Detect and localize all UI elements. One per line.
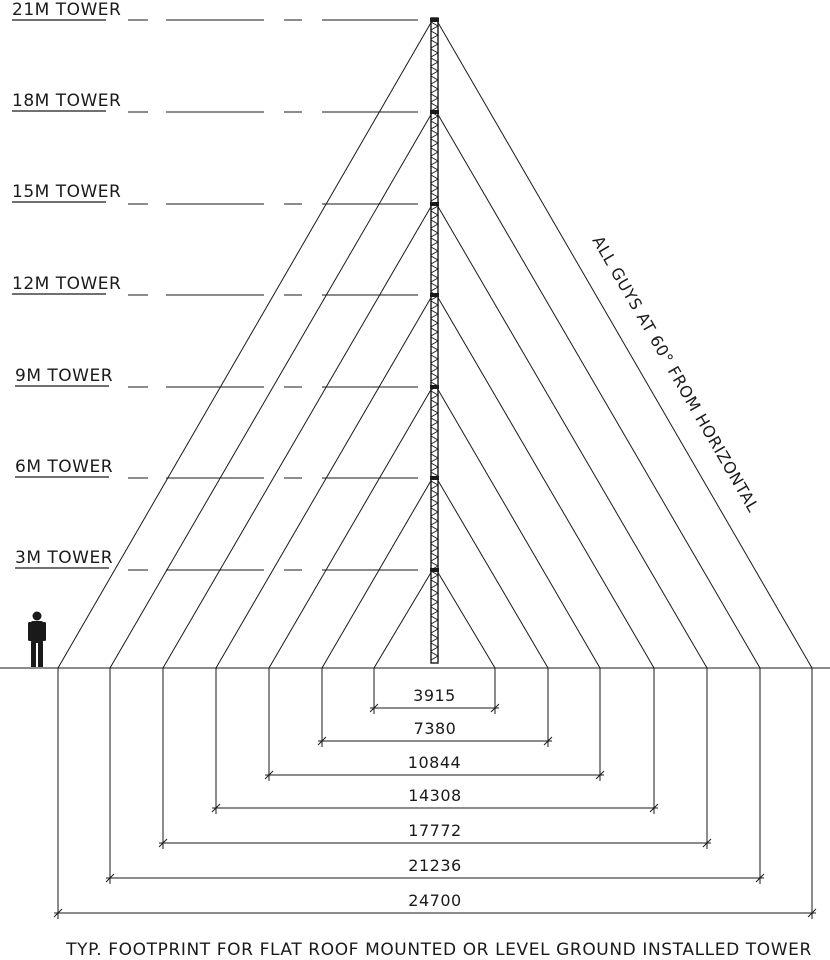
- tower-mast: [430, 17, 439, 664]
- guy-wire-right-9m: [436, 386, 601, 669]
- guy-attachment-9m: [430, 385, 439, 389]
- guy-wire-left-9m: [268, 386, 433, 669]
- tower-label-21m: 21M TOWER: [12, 0, 121, 20]
- guy-wire-left-3m: [373, 569, 433, 669]
- dimension-value: 7380: [414, 719, 457, 738]
- dimension-value: 3915: [413, 686, 456, 705]
- tower-label-18m: 18M TOWER: [12, 91, 121, 111]
- guy-wire-right-12m: [436, 294, 655, 669]
- guy-wire-right-3m: [436, 569, 496, 669]
- guy-wire-right-18m: [436, 111, 761, 669]
- footprint-dimensions: 3915 7380 10844 14308 17772 21236 24700: [53, 668, 817, 919]
- tower-label-9m: 9M TOWER: [15, 366, 113, 386]
- guy-wire-left-15m: [162, 203, 433, 669]
- guy-wire-left-18m: [109, 111, 433, 669]
- tower-label-12m: 12M TOWER: [12, 274, 121, 294]
- guy-wire-right-6m: [436, 477, 549, 669]
- dimension-value: 14308: [408, 786, 461, 805]
- tower-label-15m: 15M TOWER: [12, 182, 121, 202]
- dimension-value: 21236: [408, 856, 461, 875]
- guy-attachment-3m: [430, 568, 439, 572]
- dimension-value: 24700: [408, 891, 461, 910]
- guy-wire-left-6m: [321, 477, 433, 669]
- guy-wire-left-12m: [215, 294, 433, 669]
- tower-levels: 21M TOWER 18M TOWER 15M TOWER 12M TOWER 9M T…: [12, 0, 418, 571]
- guy-wire-right-21m: [436, 19, 813, 669]
- dimension-value: 10844: [408, 753, 461, 772]
- guy-wires: [57, 18, 813, 669]
- guy-attachment-12m: [430, 293, 439, 297]
- dimension-value: 17772: [408, 821, 461, 840]
- guy-attachment-6m: [430, 476, 439, 480]
- guy-attachment-21m: [430, 18, 439, 22]
- guy-wire-right-15m: [436, 203, 708, 669]
- guy-wire-left-21m: [57, 19, 433, 669]
- guy-attachment-15m: [430, 202, 439, 206]
- person-icon: [28, 611, 46, 667]
- guy-attachment-18m: [430, 110, 439, 114]
- guy-angle-note: ALL GUYS AT 60° FROM HORIZONTAL: [589, 233, 763, 516]
- diagram-caption: TYP. FOOTPRINT FOR FLAT ROOF MOUNTED OR …: [65, 940, 812, 960]
- tower-label-6m: 6M TOWER: [15, 457, 113, 477]
- tower-label-3m: 3M TOWER: [15, 548, 113, 568]
